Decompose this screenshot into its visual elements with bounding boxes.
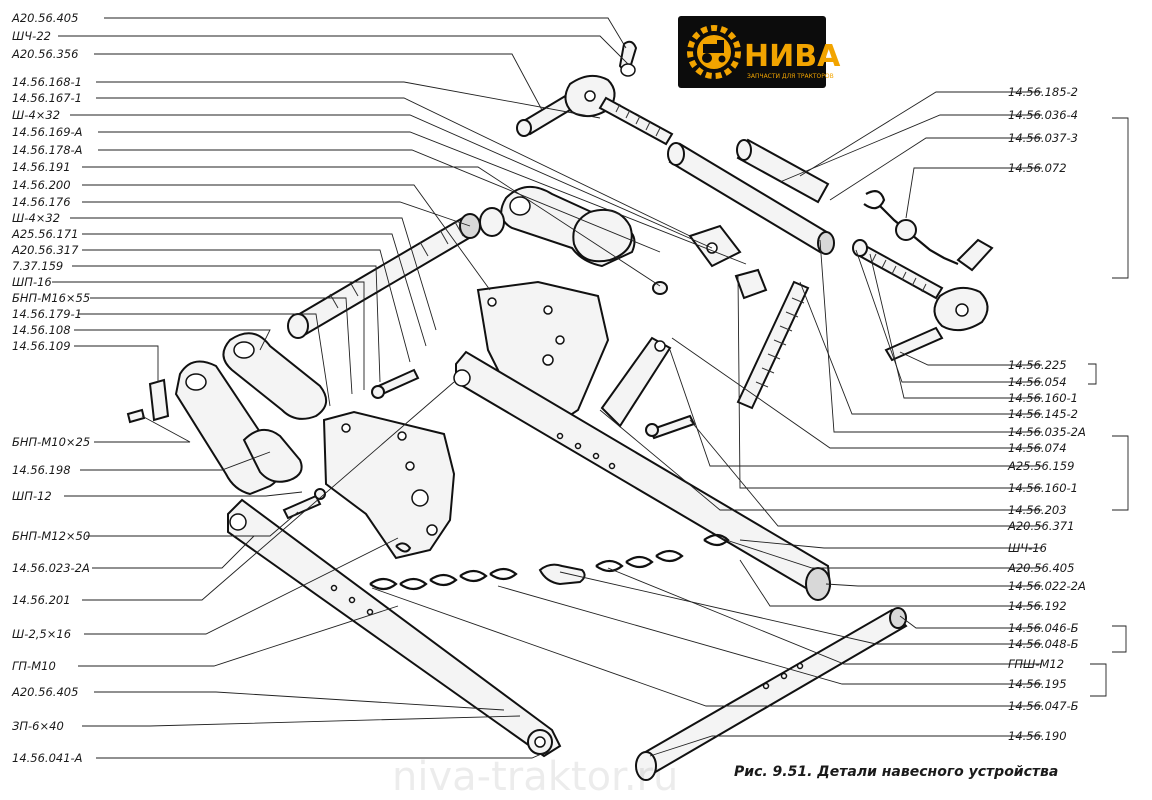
label-left: 14.56.179-1	[12, 307, 82, 321]
label-right: 14.56.074	[1008, 441, 1067, 455]
label-left: А20.56.317	[11, 243, 79, 257]
label-left: БНП-М12×50	[12, 529, 90, 543]
label-right: 14.56.036-4	[1008, 108, 1078, 122]
label-right: 14.56.037-3	[1008, 131, 1078, 145]
part-splined-shaft	[287, 213, 481, 339]
brand-logo: НИВА ЗАПЧАСТИ ДЛЯ ТРАКТОРОВ	[678, 16, 841, 88]
label-left: 14.56.109	[12, 339, 71, 353]
label-left: 14.56.201	[12, 593, 71, 607]
label-right: 14.56.203	[1008, 503, 1067, 517]
label-right: 14.56.054	[1008, 375, 1067, 389]
label-left: ГП-М10	[12, 659, 56, 673]
label-left: 14.56.023-2А	[12, 561, 90, 575]
link-holes-left	[330, 584, 374, 616]
part-upper-tube	[667, 142, 835, 255]
figure-caption: Рис. 9.51. Детали навесного устройства	[734, 764, 1058, 780]
label-left: А20.56.356	[11, 47, 78, 61]
label-right: А25.56.159	[1007, 459, 1074, 473]
label-left: БНП-М10×25	[12, 435, 90, 449]
label-left: ШП-16	[12, 275, 52, 289]
label-left: 14.56.168-1	[12, 75, 82, 89]
label-left: А25.56.171	[11, 227, 78, 241]
label-right: 14.56.195	[1008, 677, 1067, 691]
label-left: 14.56.041-А	[12, 751, 83, 765]
label-left: А20.56.405	[11, 11, 78, 25]
label-right: 14.56.192	[1008, 599, 1067, 613]
watermark: niva-traktor.ru	[392, 754, 678, 800]
right-labels: 14.56.185-2 14.56.036-4 14.56.037-3 14.5…	[1007, 85, 1086, 743]
part-left-lower-link	[227, 498, 562, 758]
part-upper-bracket	[476, 280, 610, 432]
logo-name: НИВА	[744, 39, 841, 74]
label-right: 14.56.185-2	[1008, 85, 1078, 99]
label-left: 14.56.178-А	[12, 143, 83, 157]
label-left: Ш-2,5×16	[12, 627, 71, 641]
label-right: ГПШ-М12	[1008, 657, 1064, 671]
part-lift-link-right	[600, 336, 696, 440]
part-upper-link-screw	[516, 74, 674, 146]
label-left: 14.56.176	[12, 195, 71, 209]
left-labels: А20.56.405 ШЧ-22 А20.56.356 14.56.168-1 …	[11, 11, 90, 765]
label-left: ШП-12	[12, 489, 52, 503]
part-bottom-bar	[635, 607, 908, 781]
label-right: 14.56.190	[1008, 729, 1067, 743]
part-short-pin	[736, 138, 830, 204]
label-right: 14.56.035-2А	[1008, 425, 1086, 439]
label-right: 14.56.046-Б	[1008, 621, 1079, 635]
part-top-pin	[618, 40, 638, 77]
label-right: 14.56.145-2	[1008, 407, 1078, 421]
label-left: 14.56.108	[12, 323, 71, 337]
label-left: 14.56.167-1	[12, 91, 82, 105]
label-left: ЗП-6×40	[12, 719, 64, 733]
label-left: 7.37.159	[12, 259, 63, 273]
label-left: 14.56.200	[12, 178, 71, 192]
label-left: 14.56.169-А	[12, 125, 83, 139]
label-right: 14.56.048-Б	[1008, 637, 1079, 651]
label-left: ШЧ-22	[12, 29, 51, 43]
label-right: А20.56.405	[1007, 561, 1074, 575]
label-right: 14.56.225	[1008, 358, 1067, 372]
part-stabilizer-chain	[369, 533, 730, 591]
label-right: 14.56.160-1	[1008, 481, 1078, 495]
label-left: А20.56.405	[11, 685, 78, 699]
label-left: 14.56.198	[12, 463, 71, 477]
logo-tagline: ЗАПЧАСТИ ДЛЯ ТРАКТОРОВ	[747, 73, 834, 80]
label-left: Ш-4×32	[12, 108, 60, 122]
leader-lines	[52, 17, 1129, 759]
part-spring-rod	[736, 280, 810, 410]
label-left: БНП-М16×55	[12, 291, 90, 305]
part-left-lift-arm	[148, 332, 327, 496]
label-right: 14.56.160-1	[1008, 391, 1078, 405]
link-holes-right	[556, 432, 616, 470]
label-right: 14.56.072	[1008, 161, 1067, 175]
label-right: 14.56.022-2А	[1008, 579, 1086, 593]
part-small-chain	[863, 189, 994, 272]
label-right: ШЧ-16	[1008, 541, 1047, 555]
part-right-slider	[652, 224, 768, 300]
part-small-fasteners	[126, 368, 420, 553]
part-center-bracket	[322, 410, 456, 560]
parts-artwork	[126, 40, 994, 781]
label-left: 14.56.191	[12, 160, 71, 174]
label-right: А20.56.371	[1007, 519, 1074, 533]
tractor-gear-icon	[687, 25, 741, 79]
label-right: 14.56.047-Б	[1008, 699, 1079, 713]
label-left: Ш-4×32	[12, 211, 60, 225]
